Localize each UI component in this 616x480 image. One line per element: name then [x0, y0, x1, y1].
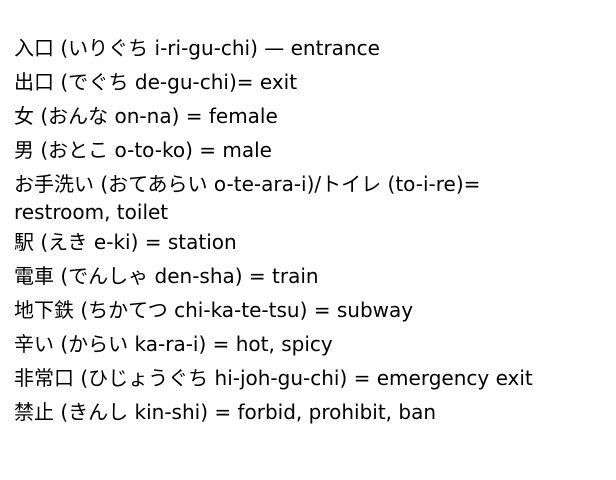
entry-exit: 出口 (でぐち de-gu-chi)= exit	[14, 70, 298, 94]
entry-subway: 地下鉄 (ちかてつ chi-ka-te-tsu) = subway	[14, 298, 414, 322]
entry-female: 女 (おんな on-na) = female	[14, 104, 278, 128]
entry-emergency-exit: 非常口 (ひじょうぐち hi-joh-gu-chi) = emergency e…	[14, 366, 533, 390]
entry-restroom: お手洗い (おてあらい o-te-ara-i)/トイレ (to-i-re)=	[14, 172, 481, 196]
entry-train: 電車 (でんしゃ den-sha) = train	[14, 264, 319, 288]
entry-restroom-continued: restroom, toilet	[14, 200, 169, 224]
entry-male: 男 (おとこ o-to-ko) = male	[14, 138, 272, 162]
entry-station: 駅 (えき e-ki) = station	[14, 230, 237, 254]
entry-entrance: 入口 (いりぐち i-ri-gu-chi) — entrance	[14, 36, 380, 60]
entry-spicy: 辛い (からい ka-ra-i) = hot, spicy	[14, 332, 333, 356]
entry-forbid: 禁止 (きんし kin-shi) = forbid, prohibit, ban	[14, 400, 437, 424]
vocabulary-list: 入口 (いりぐち i-ri-gu-chi) — entrance 出口 (でぐち…	[14, 34, 604, 432]
